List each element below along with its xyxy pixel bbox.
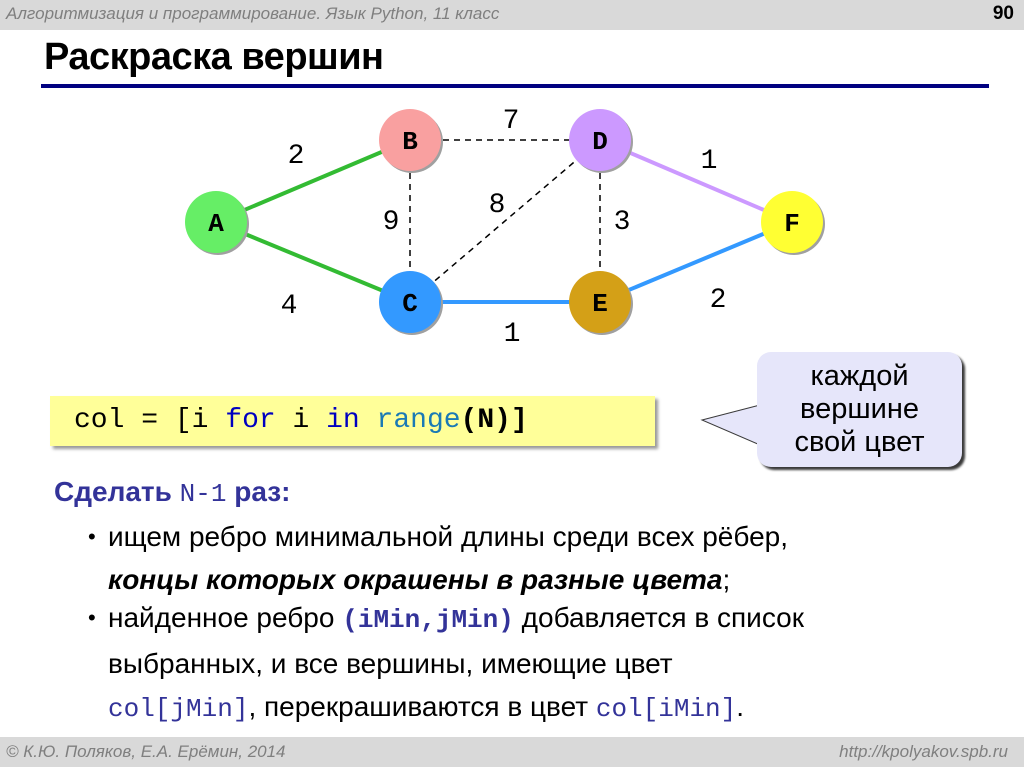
node-label-F: F: [784, 209, 800, 239]
node-label-D: D: [592, 127, 608, 157]
bullet-2-line-2: выбранных, и все вершины, имеющие цвет: [108, 648, 673, 679]
bullet-2-text-2: добавляется в список: [513, 602, 804, 633]
node-label-B: B: [402, 127, 418, 157]
bullet-1-line-1: ищем ребро минимальной длины среди всех …: [108, 521, 789, 552]
node-label-E: E: [592, 289, 608, 319]
edge-weight-E-F: 2: [710, 285, 727, 316]
edge-E-F: [599, 220, 793, 304]
footer-bar: © К.Ю. Поляков, Е.А. Ерёмин, 2014 http:/…: [0, 737, 1024, 767]
edge-weight-C-E: 1: [504, 319, 521, 350]
bullet-2-end: .: [736, 691, 745, 722]
bullet-item-1: • ищем ребро минимальной длины среди все…: [88, 515, 788, 601]
node-D: [569, 109, 631, 171]
course-title: Алгоритмизация и программирование. Язык …: [6, 4, 500, 23]
edge-weight-B-D: 7: [503, 106, 520, 137]
callout-line-1: каждой: [810, 360, 909, 392]
edge-A-B: [215, 138, 411, 224]
bullet-1-end: ;: [722, 564, 731, 595]
code-keyword-for: for: [225, 405, 276, 436]
slide-title: Раскраска вершин: [44, 36, 384, 78]
node-E: [569, 271, 631, 333]
step-heading: Сделать N-1 раз:: [54, 476, 291, 509]
bullet-2-text-1: найденное ребро: [108, 602, 343, 633]
step-prefix: Сделать: [54, 476, 180, 507]
code-var: col: [74, 405, 125, 436]
node-F: [761, 191, 823, 253]
copyright: © К.Ю. Поляков, Е.А. Ерёмин, 2014: [6, 742, 286, 761]
edge-weight-C-D: 8: [489, 190, 506, 221]
callout-bubble: каждой вершине свой цвет: [757, 352, 962, 467]
edge-C-D: [409, 139, 601, 303]
node-label-A: A: [208, 209, 224, 239]
bullet-dot: •: [88, 605, 96, 630]
callout-text: каждой вершине свой цвет: [757, 360, 962, 459]
callout-line-3: свой цвет: [794, 426, 925, 458]
code-block: col = [i for i in range(N)]: [50, 396, 655, 446]
footer-link[interactable]: http://kpolyakov.spb.ru: [839, 742, 1008, 761]
callout-line-2: вершине: [800, 393, 919, 425]
bullet-1-emphasis: концы которых окрашены в разные цвета: [108, 564, 723, 595]
code-keyword-in: in: [326, 405, 360, 436]
bullet-2-code-3: col[iMin]: [595, 694, 737, 724]
graph-edge-weights: 2 4 7 9 8 1 3 1 2: [281, 106, 727, 350]
step-code: N-1: [179, 479, 227, 509]
step-suffix: раз:: [226, 476, 291, 507]
bullet-2-code-1: (iMin,jMin): [342, 605, 514, 635]
page-number: 90: [992, 3, 1014, 24]
edge-weight-D-E: 3: [614, 207, 631, 238]
bullet-2-text-3: , перекрашиваются в цвет: [248, 691, 596, 722]
code-space: [360, 405, 377, 436]
edge-D-F: [599, 138, 793, 224]
graph-nodes: A B C D E F: [185, 109, 825, 335]
header-bar: Алгоритмизация и программирование. Язык …: [0, 0, 1024, 30]
node-label-C: C: [402, 289, 418, 319]
code-mid: i: [275, 405, 327, 436]
code-eq: =: [124, 405, 175, 436]
edge-weight-A-C: 4: [281, 291, 298, 322]
bullet-2-code-2: col[jMin]: [108, 694, 249, 724]
edge-A-C: [215, 220, 411, 304]
code-args: (N)]: [460, 405, 528, 436]
edge-weight-B-C: 9: [383, 207, 400, 238]
edge-weight-A-B: 2: [288, 141, 305, 172]
code-function-range: range: [376, 405, 461, 436]
title-underline: [41, 84, 989, 88]
graph-diagram: 2 4 7 9 8 1 3 1 2 A B C D E F: [185, 106, 825, 350]
node-A: [185, 191, 247, 253]
edge-weight-D-F: 1: [701, 146, 718, 177]
node-B: [379, 109, 441, 171]
bullet-item-2: • найденное ребро (iMin,jMin) добавляетс…: [88, 596, 804, 731]
node-C: [379, 271, 441, 333]
code-line: col = [i for i in range(N)]: [74, 405, 528, 436]
code-open: [i: [174, 405, 226, 436]
bullet-dot: •: [88, 524, 96, 549]
